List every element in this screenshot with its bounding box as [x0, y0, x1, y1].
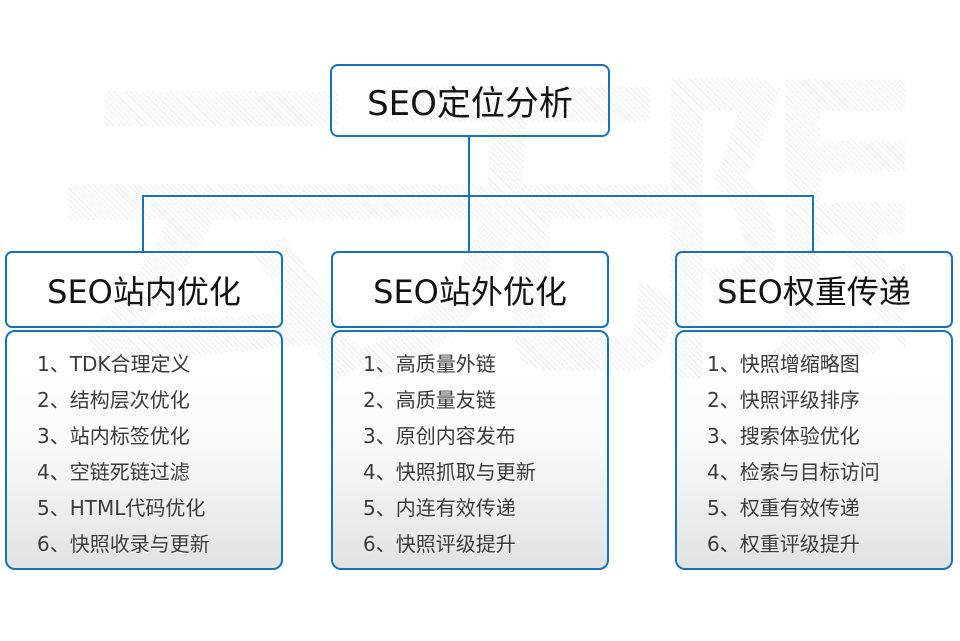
column-weight-panel: 1、快照增缩略图 2、快照评级排序 3、搜索体验优化 4、检索与目标访问 5、权… — [675, 330, 953, 570]
column-offsite-panel: 1、高质量外链 2、高质量友链 3、原创内容发布 4、快照抓取与更新 5、内连有… — [331, 330, 609, 570]
list-item: 6、快照收录与更新 — [37, 532, 210, 556]
list-item: 5、内连有效传递 — [363, 496, 516, 520]
list-item: 1、快照增缩略图 — [707, 352, 860, 376]
list-item: 4、快照抓取与更新 — [363, 460, 536, 484]
root-node-title: SEO定位分析 — [367, 84, 573, 124]
list-item: 2、结构层次优化 — [37, 388, 190, 412]
list-item: 3、站内标签优化 — [37, 424, 190, 448]
list-item: 2、快照评级排序 — [707, 388, 860, 412]
list-item: 5、HTML代码优化 — [37, 496, 206, 520]
column-onsite-seo: SEO站内优化 1、TDK合理定义 2、结构层次优化 3、站内标签优化 4、空链… — [5, 251, 283, 570]
column-offsite-seo: SEO站外优化 1、高质量外链 2、高质量友链 3、原创内容发布 4、快照抓取与… — [331, 251, 609, 570]
list-item: 4、空链死链过滤 — [37, 460, 190, 484]
list-item: 3、搜索体验优化 — [707, 424, 860, 448]
column-weight-transfer: SEO权重传递 1、快照增缩略图 2、快照评级排序 3、搜索体验优化 4、检索与… — [675, 251, 953, 570]
list-item: 6、快照评级提升 — [363, 532, 516, 556]
list-item: 6、权重评级提升 — [707, 532, 860, 556]
root-node-seo-positioning: SEO定位分析 — [330, 64, 610, 137]
connector-root-vertical — [468, 137, 470, 197]
column-weight-header: SEO权重传递 — [675, 251, 953, 328]
list-item: 3、原创内容发布 — [363, 424, 516, 448]
connector-horizontal — [142, 195, 814, 197]
list-item: 1、高质量外链 — [363, 352, 496, 376]
connector-col3-vertical — [812, 195, 814, 253]
list-item: 5、权重有效传递 — [707, 496, 860, 520]
connector-col2-vertical — [468, 195, 470, 253]
column-offsite-header: SEO站外优化 — [331, 251, 609, 328]
list-item: 1、TDK合理定义 — [37, 352, 191, 376]
column-onsite-header: SEO站内优化 — [5, 251, 283, 328]
column-onsite-title: SEO站内优化 — [47, 272, 241, 311]
connector-col1-vertical — [142, 195, 144, 253]
column-offsite-title: SEO站外优化 — [373, 272, 567, 311]
column-onsite-panel: 1、TDK合理定义 2、结构层次优化 3、站内标签优化 4、空链死链过滤 5、H… — [5, 330, 283, 570]
list-item: 2、高质量友链 — [363, 388, 496, 412]
list-item: 4、检索与目标访问 — [707, 460, 880, 484]
column-weight-title: SEO权重传递 — [717, 272, 911, 311]
